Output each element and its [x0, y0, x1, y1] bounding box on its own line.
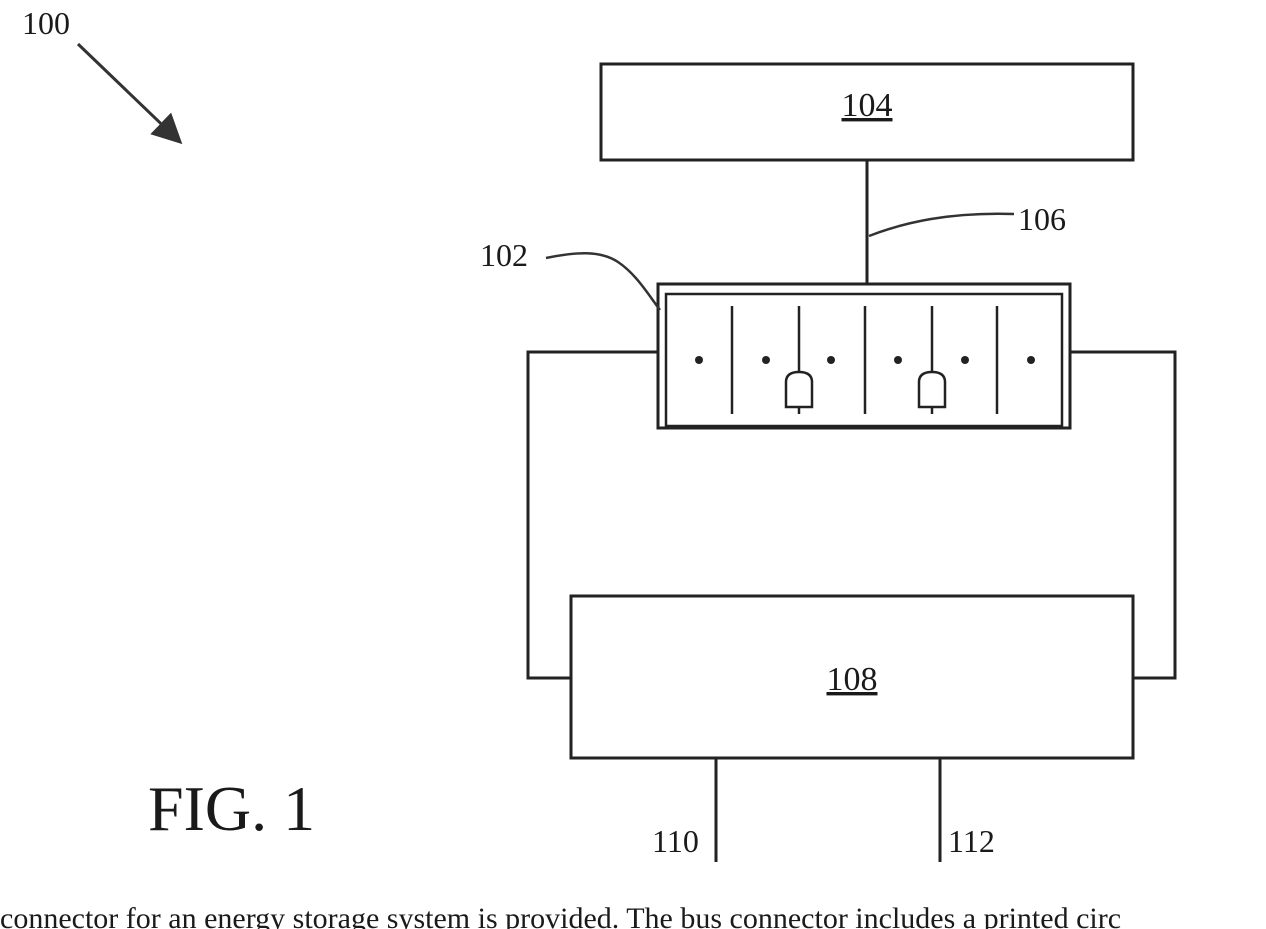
fuse-element-right: [919, 306, 945, 414]
caption-text: connector for an energy storage system i…: [0, 902, 1266, 929]
ref-112-label: 112: [948, 823, 995, 859]
figure-title: FIG. 1: [148, 773, 315, 844]
fuse-element-left: [786, 306, 812, 414]
ref-100-label: 100: [22, 5, 70, 41]
ref-110-label: 110: [652, 823, 699, 859]
bus-connector-102: [658, 284, 1070, 428]
wire-left: [528, 352, 658, 678]
ref-106-label: 106: [1018, 201, 1066, 237]
box-108-label: 108: [827, 661, 878, 698]
leader-102: [546, 253, 660, 310]
box-104-label: 104: [842, 87, 893, 124]
leader-106: [869, 214, 1014, 236]
ref-100-arrow: [78, 44, 178, 140]
ref-102-label: 102: [480, 237, 528, 273]
wire-right: [1070, 352, 1175, 678]
